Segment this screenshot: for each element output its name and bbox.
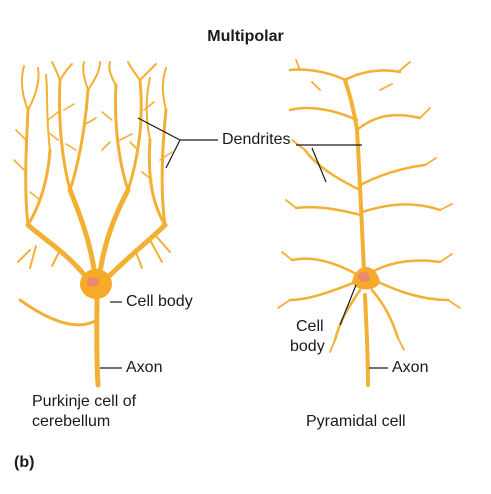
pyramidal-axon-shape bbox=[363, 293, 370, 387]
pyramidal-cell-body-label-line1: Cell bbox=[296, 318, 324, 335]
dendrites-label: Dendrites bbox=[222, 131, 291, 148]
purkinje-axon-label: Axon bbox=[126, 359, 163, 376]
pyramidal-cell-body-leader bbox=[339, 284, 357, 326]
leader-lines bbox=[100, 117, 388, 369]
pyramidal-caption: Pyramidal cell bbox=[306, 413, 406, 430]
purkinje-cell bbox=[13, 61, 173, 388]
pyramidal-basal-dendrites bbox=[277, 251, 461, 353]
purkinje-caption-line2: cerebellum bbox=[32, 413, 111, 430]
panel-label: (b) bbox=[14, 454, 35, 471]
figure-title: Multipolar bbox=[207, 28, 284, 45]
purkinje-caption-line1: Purkinje cell of bbox=[32, 393, 137, 410]
purkinje-nucleus bbox=[87, 277, 99, 287]
pyramidal-cell bbox=[277, 59, 461, 387]
pyramidal-cell-body-label-line2: body bbox=[290, 338, 325, 355]
dendrites-leader-left bbox=[137, 117, 218, 169]
purkinje-cell-body-label: Cell body bbox=[126, 293, 193, 310]
purkinje-axon-shape bbox=[18, 292, 101, 388]
pyramidal-axon-label: Axon bbox=[392, 359, 429, 376]
purkinje-dendrite-tree bbox=[13, 61, 173, 285]
dendrites-leader-right bbox=[296, 144, 362, 183]
pyramidal-apical-dendrite bbox=[285, 59, 453, 272]
pyramidal-nucleus bbox=[358, 272, 370, 282]
